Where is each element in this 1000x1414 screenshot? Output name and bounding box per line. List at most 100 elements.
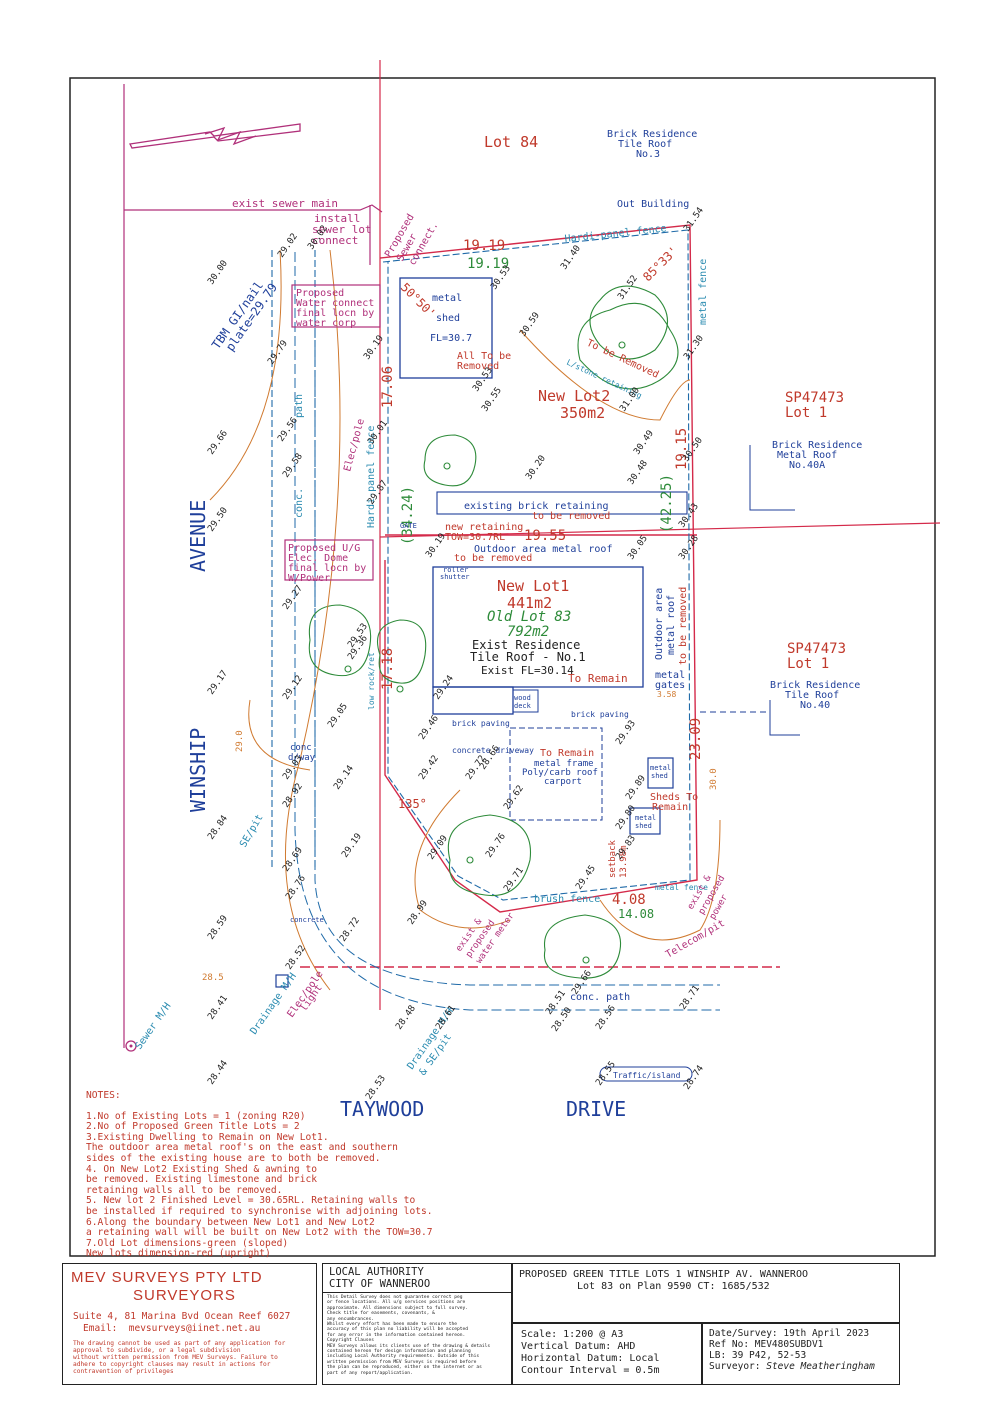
brick40a-3: No.40A <box>789 460 825 471</box>
brush-fence-bot: brush fence <box>534 894 600 905</box>
spot-level: 30.20 <box>524 454 548 482</box>
metal-shed-b-1: metal <box>635 814 656 822</box>
horizontal-datum: Horizontal Datum: Local <box>521 1353 660 1364</box>
install-sewer-3: connect <box>312 234 358 247</box>
exist-res-3: Exist FL=30.14 <box>481 664 574 677</box>
sheds-remain-1: Sheds To <box>650 792 698 803</box>
conc-label: conc. <box>294 488 305 518</box>
trees <box>308 285 679 979</box>
note-line: a retaining wall will be built on New Lo… <box>86 1227 433 1239</box>
spot-level: 29.05 <box>326 702 350 730</box>
shed-label-1: metal <box>432 293 462 304</box>
dim-408: 4.08 <box>612 892 646 908</box>
dim-1919-red: 19.19 <box>463 238 505 254</box>
metal-fence-label: metal fence <box>698 259 709 325</box>
spot-level: 29.02 <box>276 232 300 260</box>
metal-gates-2: gates <box>655 680 685 691</box>
conc-drive: concrete driveway <box>452 746 534 755</box>
wood-deck-1: wood <box>514 694 531 702</box>
note-line: 4. On New Lot2 Existing Shed & awning to <box>86 1163 318 1175</box>
authority-fine-print: This Detail Survey does not guarantee co… <box>327 1295 490 1376</box>
sewer-mh-icon <box>125 1040 137 1052</box>
contour-300: 30.0 <box>709 768 719 790</box>
sewer-main-line <box>124 204 383 213</box>
prop-water-2: Water connect <box>296 298 374 309</box>
fineprint-line: any encumbrances. <box>327 1316 375 1322</box>
sp47473-bot-1: SP47473 <box>787 641 846 657</box>
new-lot2-area: 350m2 <box>560 404 605 422</box>
prop-ug-4: W/Power <box>288 573 330 584</box>
angle-135: 135° <box>398 797 427 811</box>
sheds-remain-2: Remain <box>652 802 688 813</box>
dim-1408: 14.08 <box>618 907 654 921</box>
disclaimer-line: without written permission from MEV Surv… <box>73 1354 278 1361</box>
disclaimer-line: contravention of privileges <box>73 1368 174 1375</box>
all-removed-2: Removed <box>457 361 499 372</box>
metal-shed-small-b <box>629 807 661 835</box>
spot-level: 29.09 <box>426 834 450 862</box>
title-block-proposal: PROPOSED GREEN TITLE LOTS 1 WINSHIP AV. … <box>512 1263 900 1323</box>
scale-text: Scale: 1:200 @ A3 <box>521 1329 624 1340</box>
fineprint-line: Check title for easements, covenants, & <box>327 1311 435 1317</box>
new-ret-2: TOW=30.7RL <box>445 532 505 543</box>
conc-dway-2: d/way <box>288 753 316 763</box>
spot-level: 29.42 <box>417 754 441 782</box>
note-line: 2.No of Proposed Green Title Lots = 2 <box>86 1121 300 1133</box>
spot-level: 29.03 <box>281 754 305 782</box>
spot-level: 30.00 <box>206 259 230 287</box>
spot-level: 29.14 <box>332 764 356 792</box>
setback-1: setback <box>608 839 618 878</box>
brick40-2: Tile Roof <box>785 690 839 701</box>
spot-level: 29.66 <box>206 429 230 457</box>
fineprint-line: This Detail Survey does not guarantee co… <box>327 1295 463 1300</box>
fineprint-line: for any error in the information contain… <box>327 1332 466 1338</box>
spot-level: 29.46 <box>417 714 441 742</box>
shed-label-3: FL=30.7 <box>430 333 472 344</box>
spot-level: 28.84 <box>206 814 230 842</box>
surveyor-name: Steve Meatheringham <box>766 1361 875 1372</box>
spot-level: 29.45 <box>574 864 598 892</box>
spot-level: 28.48 <box>394 1004 418 1032</box>
brick40-1: Brick Residence <box>770 680 860 691</box>
road-taywood: TAYWOOD <box>340 1097 424 1121</box>
spot-level: 28.59 <box>206 914 230 942</box>
sp47473-bot-2: Lot 1 <box>787 656 829 672</box>
spot-level: 28.74 <box>682 1064 706 1092</box>
brick40a-1: Brick Residence <box>772 440 862 451</box>
dim-1955: 19.55 <box>524 528 566 544</box>
carport-3: Poly/carb roof <box>522 768 598 778</box>
brick3-1: Brick Residence <box>607 129 697 140</box>
metal-shed-lot2 <box>399 277 493 379</box>
fineprint-line: Copyright Clauses <box>327 1338 375 1344</box>
traffic-island <box>599 1066 693 1082</box>
bearing-8533: 85°33' <box>640 244 681 285</box>
spot-level: 29.93 <box>614 719 638 747</box>
contour-285: 28.5 <box>202 973 224 983</box>
install-sewer-2: sewer lot <box>312 223 372 236</box>
metal-shed-a-2: shed <box>651 772 668 780</box>
brick3-2: Tile Roof <box>618 139 672 150</box>
new-lot1-name: New Lot1 <box>497 577 569 595</box>
sp47473-top-2: Lot 1 <box>785 405 827 421</box>
setback-2: 13.98m <box>619 845 629 878</box>
kerb-line-inner <box>314 300 720 986</box>
notes-lines: 1.No of Existing Lots = 1 (zoning R20)2.… <box>86 1111 506 1260</box>
drainage-pit-icon <box>275 974 289 988</box>
brick-paving-l: brick paving <box>452 719 510 728</box>
note-line: sides of the existing house are to both … <box>86 1152 381 1164</box>
fineprint-line: contained hereon for design information … <box>327 1349 471 1355</box>
note-line: The outdoor area metal roof's on the eas… <box>86 1142 398 1154</box>
metal-shed-small-a <box>647 757 674 789</box>
company-address: Suite 4, 81 Marina Bvd Ocean Reef 6027 <box>73 1311 291 1322</box>
spot-level: 29.19 <box>340 832 364 860</box>
note-line: 3.Existing Dwelling to Remain on New Lot… <box>86 1131 329 1143</box>
sp-lot1-marker-top <box>749 445 795 511</box>
outdoor-right-1: Outdoor area <box>654 588 665 660</box>
exist-brick-ret-1: existing brick retaining <box>464 501 609 512</box>
exist-res-1: Exist Residence <box>472 638 580 652</box>
wood-deck-2: deck <box>514 702 532 710</box>
shed-label-2: shed <box>436 313 460 324</box>
ref-no: Ref No: MEV480SUBDV1 <box>709 1339 824 1350</box>
roller-1: roller <box>443 566 468 574</box>
